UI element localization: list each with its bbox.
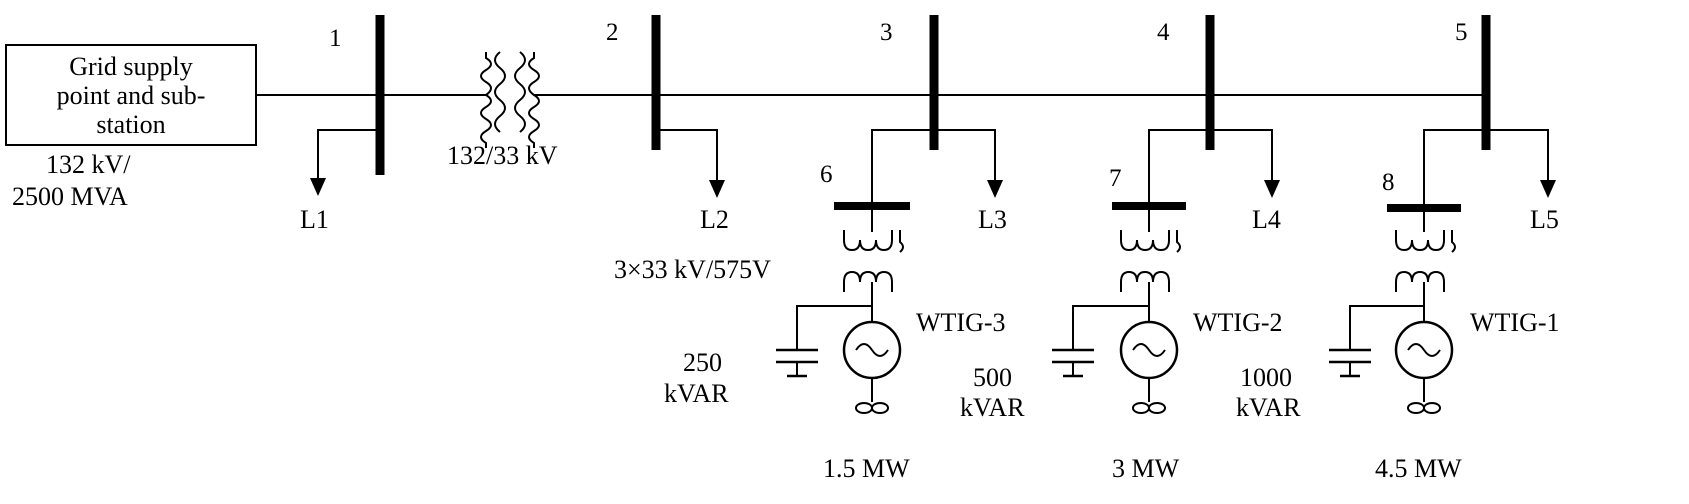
grid-rating-line1: 132 kV/ (46, 150, 131, 179)
wtg-transformer-1-side (1451, 230, 1456, 253)
wtig-2-power: 3 MW (1112, 454, 1180, 483)
main-transformer (478, 51, 542, 148)
wtg-transformer-3-lower (843, 270, 893, 292)
bus-number-8: 8 (1382, 169, 1395, 196)
load-l3-label: L3 (978, 205, 1007, 234)
grid-box-line2: point and sub- (57, 81, 206, 110)
bus-number-1: 1 (329, 25, 342, 52)
cap-1-line1: 1000 (1240, 363, 1292, 392)
wtg-transformer-3-upper (843, 230, 893, 252)
turbine-3-icon (855, 402, 873, 414)
cap-3-line1: 250 (683, 348, 722, 377)
load-l4-arrow (1210, 129, 1280, 198)
wtig-1-name: WTIG-1 (1470, 308, 1560, 337)
load-l2-arrow (656, 129, 725, 198)
grid-supply-box (5, 44, 257, 146)
bus-number-5: 5 (1455, 19, 1468, 46)
wtg-transformer-2-lower (1120, 270, 1170, 292)
wtg-transformer-1-upper (1395, 230, 1445, 252)
wtg-transformer-2-upper (1120, 230, 1170, 252)
load-l5-label: L5 (1530, 205, 1559, 234)
grid-box-line1: Grid supply (69, 52, 193, 81)
wtg-transformer-1-lower (1395, 270, 1445, 292)
cap-2-line1: 500 (973, 363, 1012, 392)
load-l1-label: L1 (300, 205, 329, 234)
bus-number-7: 7 (1109, 165, 1122, 192)
cap-2-line2: kVAR (960, 393, 1025, 422)
turbine-2-icon (1132, 402, 1150, 414)
wtg-transformer-label: 3×33 kV/575V (614, 255, 771, 284)
grid-box-line3: station (96, 110, 165, 139)
wtig-1-power: 4.5 MW (1375, 454, 1462, 483)
load-l5-arrow (1486, 129, 1556, 198)
bus-number-3: 3 (880, 19, 893, 46)
cap-1-line2: kVAR (1236, 393, 1301, 422)
bus-number-6: 6 (820, 161, 833, 188)
main-transformer-label: 132/33 kV (447, 141, 558, 170)
turbine-1-icon (1407, 402, 1425, 414)
cap-3-line2: kVAR (664, 379, 729, 408)
bus-number-2: 2 (606, 19, 619, 46)
grid-rating-line2: 2500 MVA (12, 182, 128, 211)
wtig-2-name: WTIG-2 (1193, 308, 1283, 337)
load-l1-arrow (310, 129, 380, 196)
bus-number-4: 4 (1157, 19, 1170, 46)
branch-wtig-2 (1052, 129, 1210, 414)
load-l3-arrow (934, 129, 1003, 198)
branch-wtig-1 (1329, 129, 1486, 414)
wtig-3-power: 1.5 MW (823, 454, 910, 483)
wtg-transformer-3-side (899, 230, 904, 253)
branch-wtig-3 (776, 129, 934, 414)
wtg-transformer-2-side (1176, 230, 1181, 253)
load-l4-label: L4 (1252, 205, 1281, 234)
load-l2-label: L2 (700, 205, 729, 234)
wtig-3-name: WTIG-3 (916, 308, 1006, 337)
